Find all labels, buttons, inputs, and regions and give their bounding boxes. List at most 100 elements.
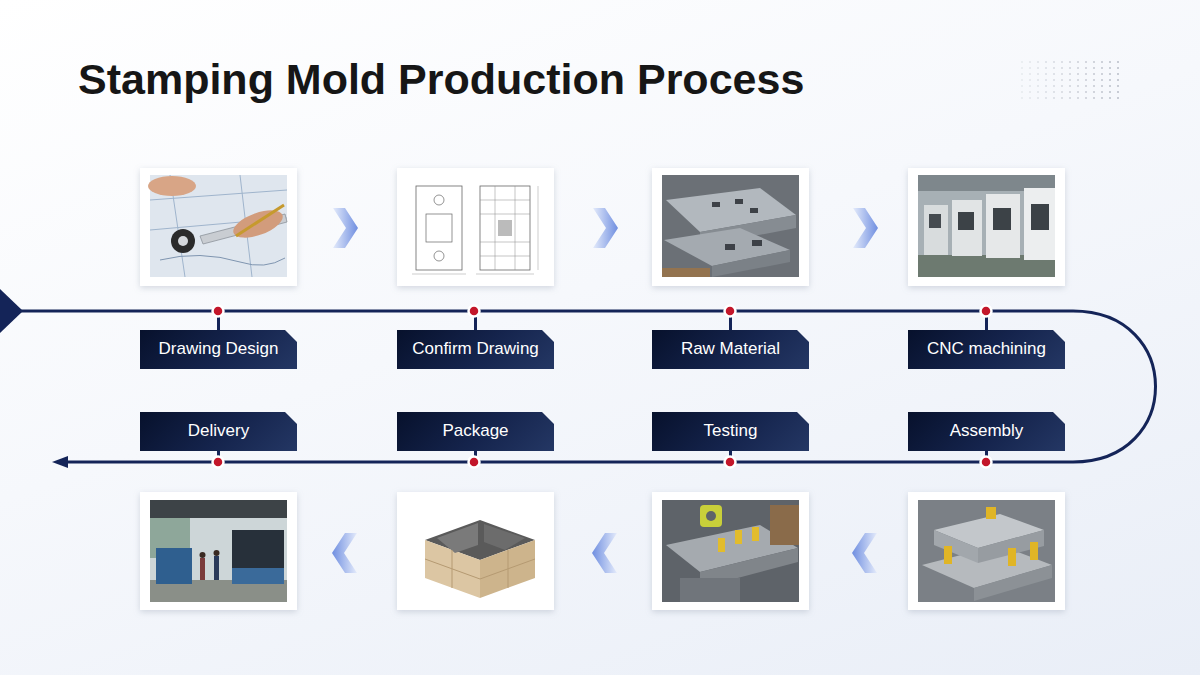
background — [662, 175, 799, 277]
step-name: Package — [442, 421, 508, 441]
blueprint-photo — [407, 175, 544, 277]
title: Stamping Mold Production Process — [78, 56, 804, 103]
grid-dot — [1109, 73, 1111, 75]
grid-dot — [1085, 91, 1087, 93]
grid-dot — [1069, 67, 1071, 69]
grid-dot — [1053, 67, 1055, 69]
machine-window — [993, 208, 1011, 230]
section-view — [480, 186, 530, 270]
background — [662, 500, 799, 602]
grid-dot — [1077, 61, 1079, 63]
spring — [1030, 542, 1038, 560]
assembled-mold-photo — [918, 500, 1055, 602]
grid-dot — [1061, 73, 1063, 75]
photo-frame — [140, 168, 297, 286]
photo-frames — [140, 168, 1065, 610]
grid-dot — [1085, 97, 1087, 99]
grid-dot — [1029, 85, 1031, 87]
grid-dot — [1037, 61, 1039, 63]
packed-part — [484, 524, 525, 550]
grid-dot — [1029, 91, 1031, 93]
process-label: Delivery — [140, 412, 297, 451]
grid-dot — [1077, 97, 1079, 99]
grid-dot — [1021, 79, 1023, 81]
person — [200, 558, 205, 580]
spring — [752, 527, 759, 541]
timeline-dot — [725, 457, 736, 468]
grid-dot — [1029, 61, 1031, 63]
photo-frame — [140, 492, 297, 610]
grid-dot — [1117, 61, 1119, 63]
grid-dot — [1085, 73, 1087, 75]
grid-dot — [1053, 61, 1055, 63]
grid-dot — [1085, 85, 1087, 87]
grid-dot — [1061, 61, 1063, 63]
grid-dot — [1061, 97, 1063, 99]
chevron-right — [333, 208, 358, 248]
plan-cavity — [426, 214, 452, 242]
photo-frame — [908, 492, 1065, 610]
tape-roll — [700, 505, 722, 527]
timeline-connector — [219, 311, 476, 330]
timeline-connector — [476, 451, 731, 462]
grid-dot — [1045, 97, 1047, 99]
grid-dot — [1093, 85, 1095, 87]
timeline-connector — [731, 451, 987, 462]
grid-dot — [1021, 91, 1023, 93]
paper — [407, 175, 544, 277]
grid-dot — [1077, 85, 1079, 87]
timeline-dot — [213, 457, 224, 468]
bearing — [171, 229, 195, 253]
hand — [148, 176, 196, 196]
grid-dot — [1085, 67, 1087, 69]
grid-dot — [1077, 67, 1079, 69]
crate-slats — [425, 550, 535, 588]
grid-dot — [1069, 91, 1071, 93]
grid-dot — [1093, 67, 1095, 69]
fixture — [770, 505, 799, 545]
timeline-dot — [981, 457, 992, 468]
grid-dot — [1117, 91, 1119, 93]
grid-dot — [1109, 97, 1111, 99]
grid-dot — [1077, 73, 1079, 75]
truck-bed — [232, 568, 284, 584]
grid-dot — [1085, 79, 1087, 81]
grid-dot — [1061, 85, 1063, 87]
delivery-photo — [150, 500, 287, 602]
grid-dot — [1117, 79, 1119, 81]
timeline-connector — [219, 451, 476, 462]
hole — [712, 202, 720, 207]
grid-dot — [1037, 67, 1039, 69]
photo-frame — [397, 168, 554, 286]
step-name: Drawing Design — [159, 339, 279, 359]
timeline-start-marker — [0, 289, 23, 333]
wooden-crate-photo — [407, 500, 544, 602]
machine — [952, 200, 982, 256]
grid-dot — [1101, 91, 1103, 93]
person — [214, 556, 219, 580]
person-head — [214, 550, 220, 556]
section-lines — [480, 186, 530, 270]
grid-dot — [1021, 97, 1023, 99]
process-label: Raw Material — [652, 330, 809, 369]
grid-dot — [1053, 73, 1055, 75]
grid-dot — [1045, 91, 1047, 93]
grid-dot — [1029, 79, 1031, 81]
grid-dot — [1045, 67, 1047, 69]
step-name: Confirm Drawing — [412, 339, 539, 359]
tape-roll-core — [706, 511, 716, 521]
grid-dot — [1101, 73, 1103, 75]
dimension-lines — [412, 186, 538, 274]
machine — [986, 194, 1020, 258]
spring — [735, 530, 742, 544]
cnc-workshop-photo — [918, 175, 1055, 277]
grid-dot — [1045, 61, 1047, 63]
timeline-start — [0, 310, 220, 313]
grid-dot — [1045, 79, 1047, 81]
chevron-left — [592, 533, 617, 573]
process-label: Confirm Drawing — [397, 330, 554, 369]
process-label: Testing — [652, 412, 809, 451]
grid-dot — [1069, 97, 1071, 99]
grid-dot — [1045, 85, 1047, 87]
